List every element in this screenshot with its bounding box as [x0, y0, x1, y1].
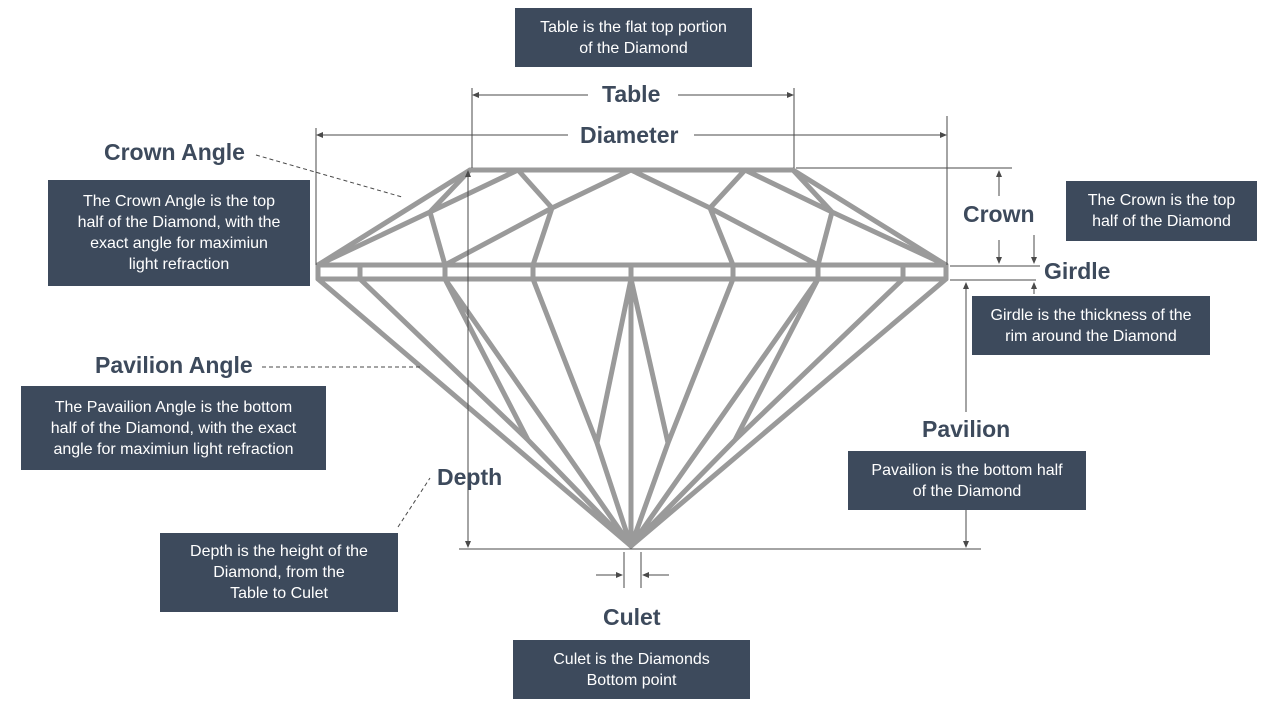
crown-outline [315, 167, 949, 268]
pavilion-angle-description-box: The Pavailion Angle is the bottom half o… [21, 386, 326, 470]
depth-description-box: Depth is the height of the Diamond, from… [160, 533, 398, 612]
diamond-outline [315, 167, 949, 549]
crown-facets [315, 167, 949, 268]
girdle-dividers [357, 262, 906, 282]
diameter-label: Diameter [580, 122, 679, 148]
leader-lines [255, 154, 431, 528]
crown-description-box: The Crown is the top half of the Diamond [1066, 181, 1257, 241]
dimension-arrowheads [316, 92, 1037, 578]
table-description-box: Table is the flat top portion of the Dia… [515, 8, 752, 67]
girdle-description-box: Girdle is the thickness of the rim aroun… [972, 296, 1210, 355]
depth-label: Depth [437, 464, 503, 490]
pavilion-angle-label: Pavilion Angle [95, 352, 253, 378]
pavilion-facets [357, 276, 906, 549]
girdle-label: Girdle [1044, 258, 1111, 284]
culet-description-box: Culet is the Diamonds Bottom point [513, 640, 750, 699]
pavilion-label: Pavilion [922, 416, 1011, 442]
crown-label: Crown [963, 201, 1035, 227]
crown-angle-label: Crown Angle [104, 139, 245, 165]
culet-label: Culet [603, 604, 661, 630]
dimension-lines [315, 88, 1040, 588]
crown-angle-description-box: The Crown Angle is the top half of the D… [48, 180, 310, 286]
table-label: Table [602, 81, 661, 107]
pavilion-description-box: Pavailion is the bottom half of the Diam… [848, 451, 1086, 510]
